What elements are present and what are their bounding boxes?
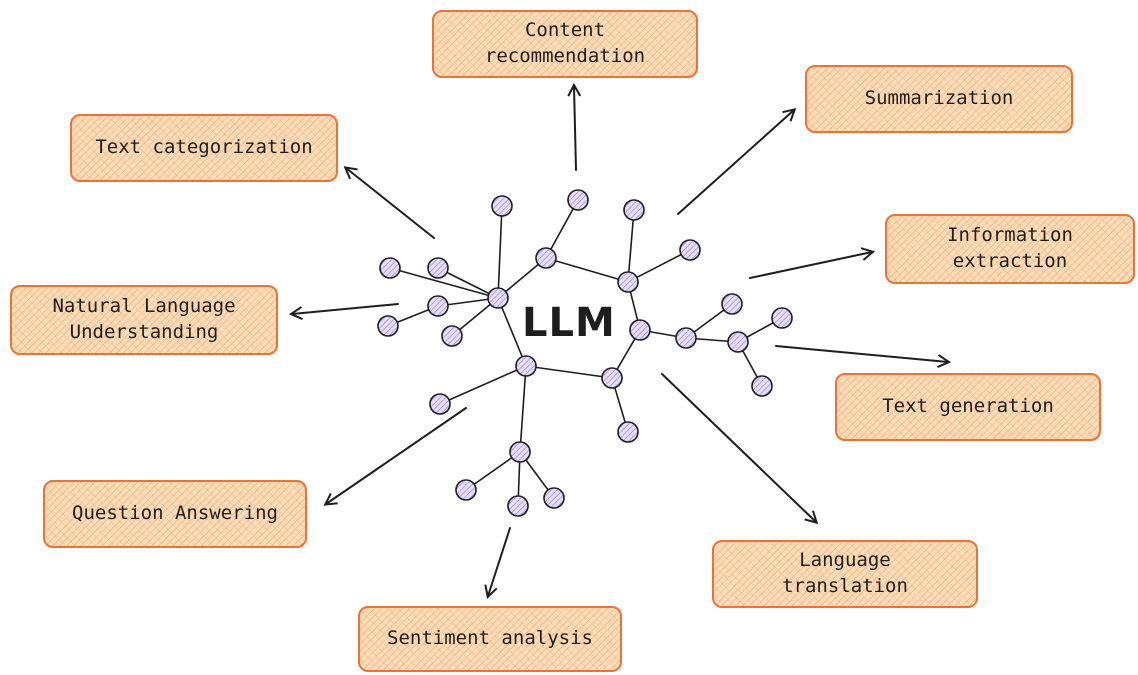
information-extraction-box: Information extraction	[885, 214, 1135, 284]
graph-edge	[389, 267, 499, 299]
graph-node	[507, 495, 529, 517]
graph-node	[675, 327, 697, 349]
graph-edge	[519, 365, 527, 453]
sentiment-analysis-box: Sentiment analysis	[358, 606, 622, 672]
graph-node	[491, 195, 513, 217]
graph-edge	[465, 451, 521, 491]
graph-node	[567, 189, 589, 211]
text-categorization-box: Text categorization	[70, 114, 338, 182]
graph-edge	[437, 267, 499, 299]
text-generation-box: Text generation	[835, 373, 1101, 441]
graph-node	[427, 257, 449, 279]
graph-edge	[627, 209, 635, 283]
graph-node	[721, 293, 743, 315]
graph-edge	[525, 365, 613, 379]
graph-node	[771, 307, 793, 329]
arrow-connector	[326, 407, 467, 504]
graph-node	[679, 239, 701, 261]
graph-node	[377, 315, 399, 337]
graph-node	[429, 393, 451, 415]
graph-node	[617, 421, 639, 443]
graph-node	[379, 257, 401, 279]
graph-node	[427, 295, 449, 317]
content-recommendation-box: Content recommendation	[432, 10, 698, 78]
natural-language-understanding-box: Natural Language Understanding	[10, 285, 278, 355]
arrow-connector	[749, 252, 872, 279]
graph-edge	[497, 297, 527, 367]
arrow-connector	[488, 527, 511, 596]
question-answering-box: Question Answering	[43, 480, 307, 548]
graph-node	[441, 325, 463, 347]
graph-edge	[497, 205, 503, 299]
graph-node	[727, 331, 749, 353]
graph-node	[751, 375, 773, 397]
arrow-connector	[574, 86, 576, 171]
arrow-connector	[775, 345, 948, 362]
summarization-box: Summarization	[805, 65, 1073, 133]
graph-node	[515, 355, 537, 377]
graph-node	[509, 441, 531, 463]
graph-node	[601, 367, 623, 389]
arrow-connector	[661, 373, 816, 522]
graph-node	[623, 199, 645, 221]
graph-node	[629, 319, 651, 341]
arrow-connector	[346, 168, 435, 239]
language-translation-box: Language translation	[712, 540, 978, 608]
graph-edge	[439, 365, 527, 405]
graph-edge	[545, 199, 579, 259]
graph-node	[543, 487, 565, 509]
arrow-connector	[677, 110, 794, 215]
arrow-connector	[292, 303, 399, 314]
graph-node	[487, 287, 509, 309]
graph-node	[617, 271, 639, 293]
graph-node	[455, 479, 477, 501]
graph-edge	[627, 249, 691, 283]
llm-center-label: LLM	[522, 300, 616, 346]
graph-edge	[545, 257, 629, 283]
graph-node	[535, 247, 557, 269]
